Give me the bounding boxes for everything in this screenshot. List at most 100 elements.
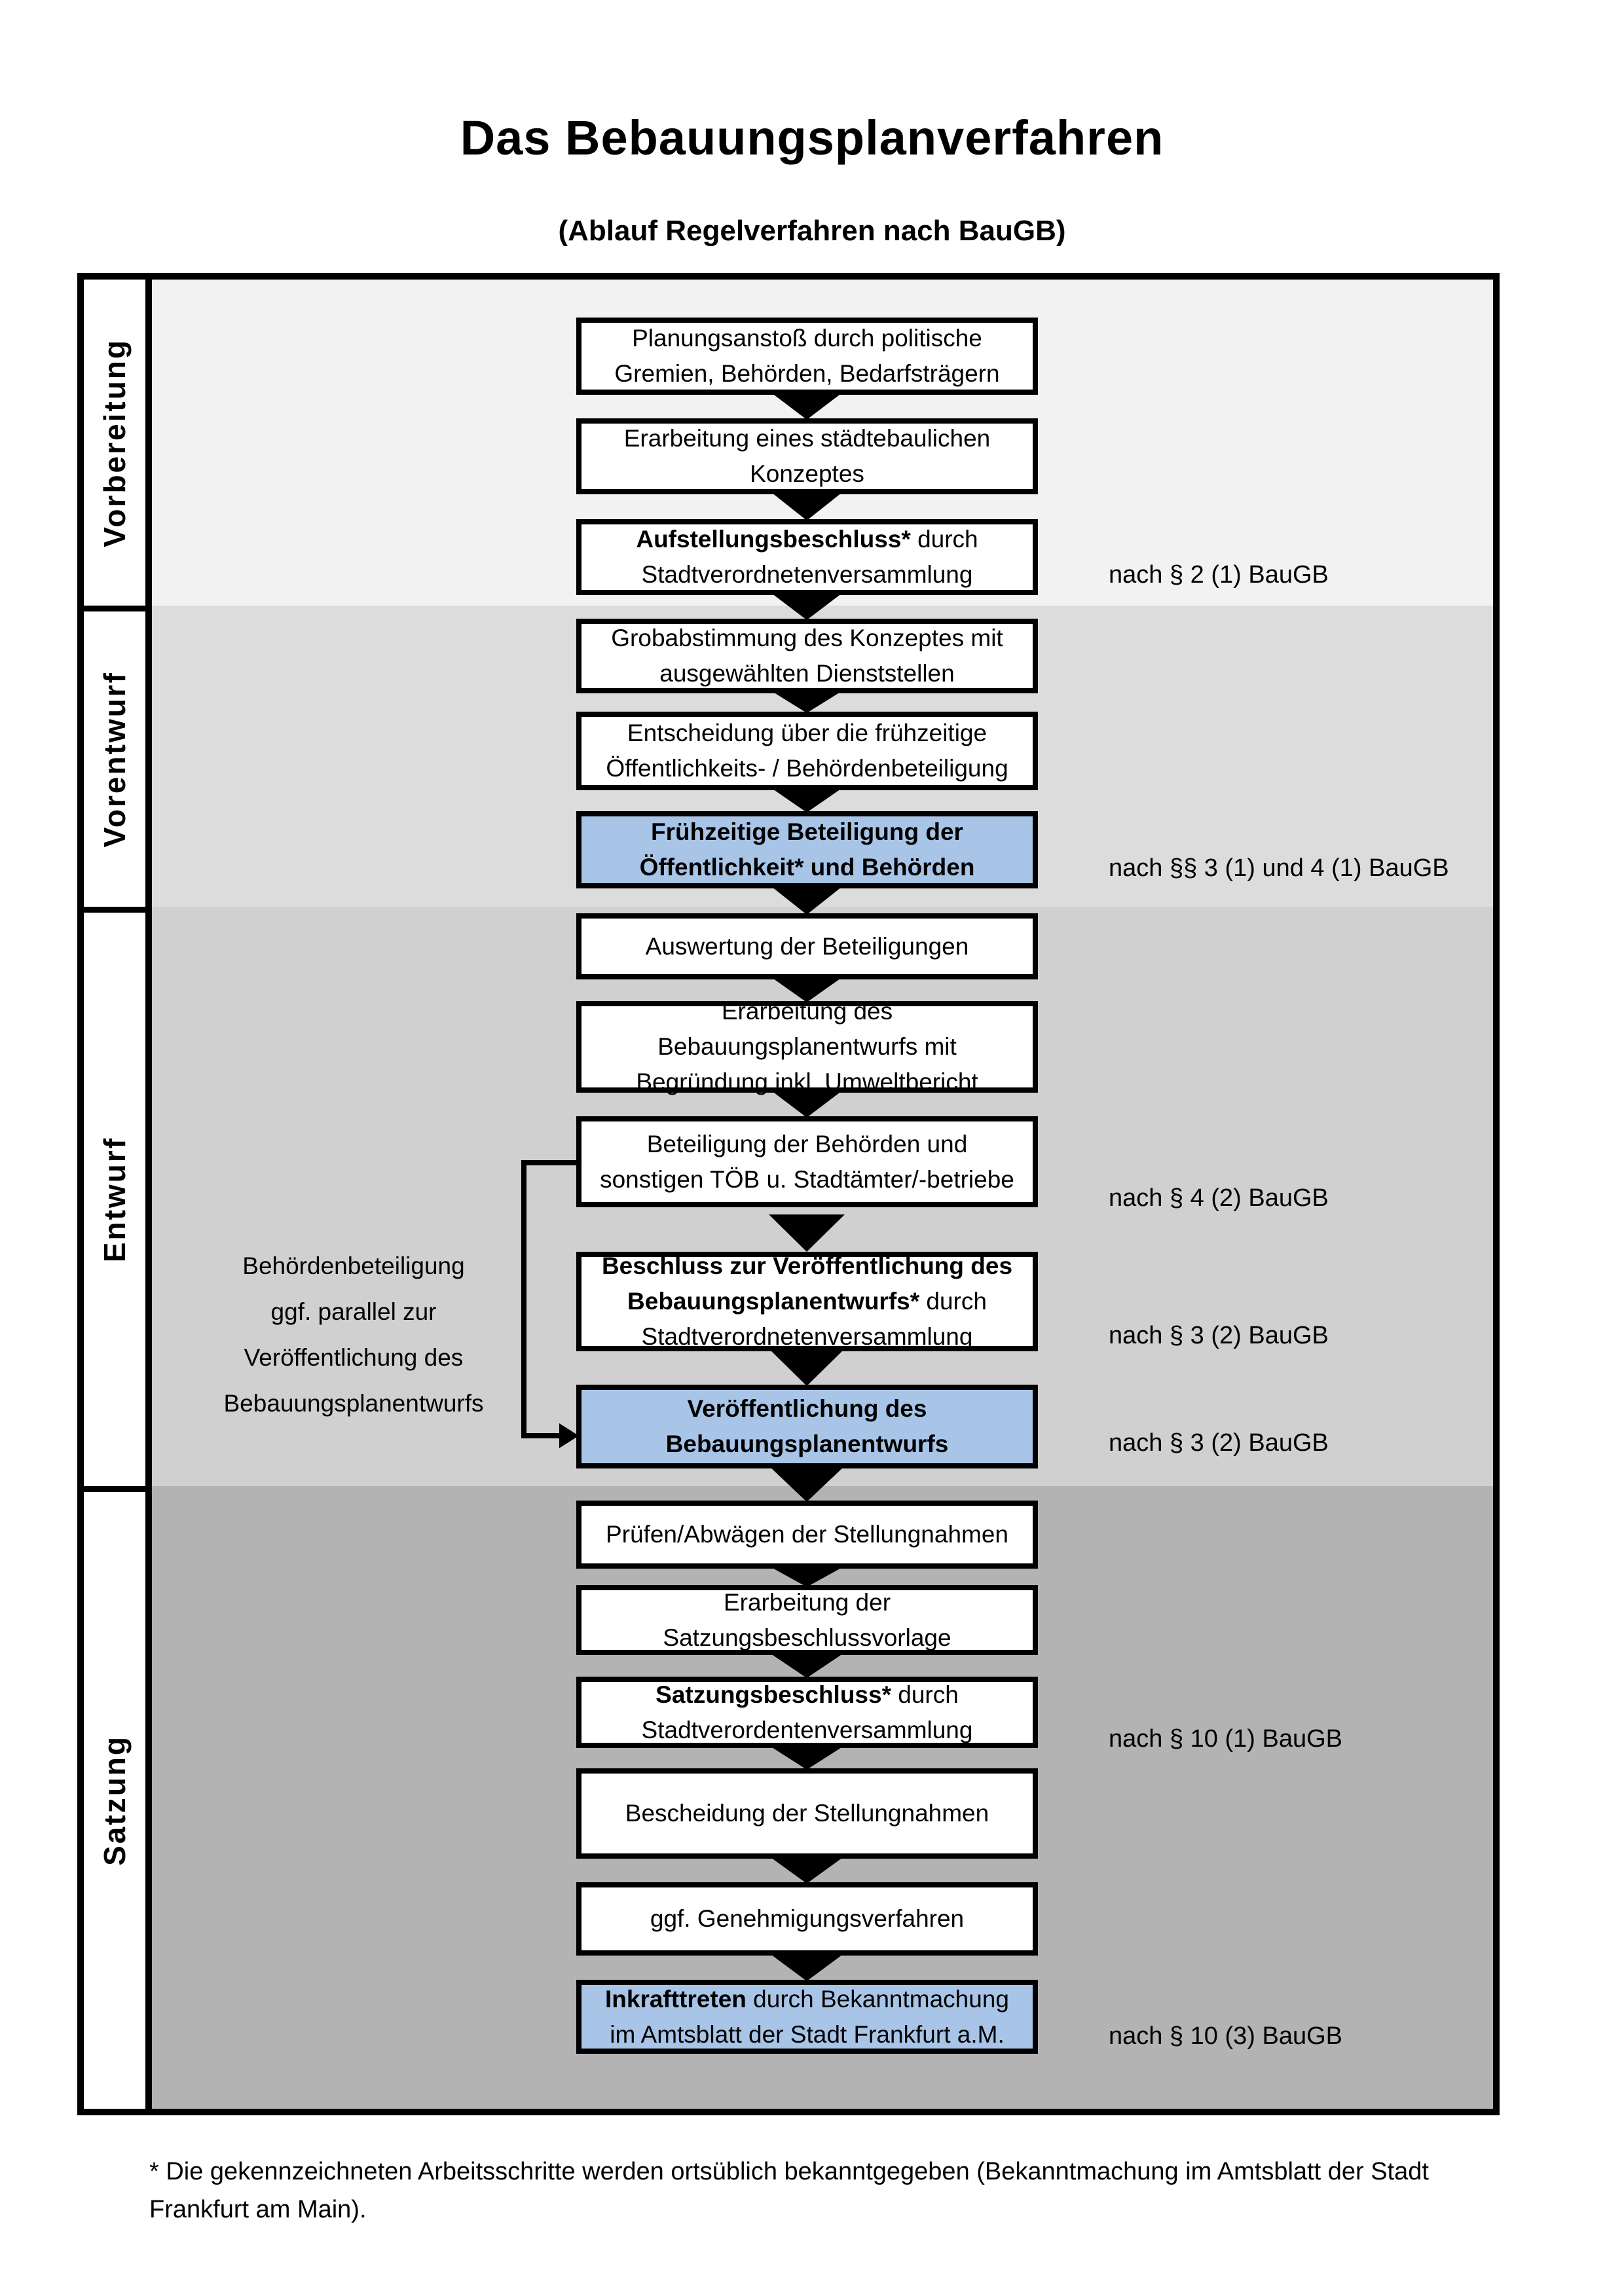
flow-box-text: Stadtverordnetenversammlung: [641, 561, 973, 588]
connector-line-top: [521, 1160, 581, 1165]
flow-box-line: Bebauungsplanentwurfs* durch: [627, 1284, 987, 1319]
flow-box-line: Planungsanstoß durch politische: [632, 321, 982, 356]
legal-reference: nach §§ 3 (1) und 4 (1) BauGB: [1109, 854, 1449, 882]
flow-box-text: Aufstellungsbeschluss*: [636, 526, 911, 553]
flow-box-text: Stadtverordentenversammlung: [641, 1716, 973, 1743]
flow-box-line: im Amtsblatt der Stadt Frankfurt a.M.: [610, 2017, 1004, 2052]
arrow-down-icon: [769, 591, 845, 620]
flow-box-text: Veröffentlichung des: [687, 1395, 927, 1422]
legal-reference: nach § 10 (1) BauGB: [1109, 1725, 1342, 1753]
arrow-down-icon: [769, 1089, 845, 1118]
flow-box-text: Bebauungsplanentwurfs mit: [657, 1033, 957, 1060]
flow-box-line: Bescheidung der Stellungnahmen: [625, 1796, 989, 1831]
arrow-down-icon: [769, 1466, 845, 1502]
flow-box-text: Öffentlichkeits- / Behördenbeteiligung: [606, 755, 1008, 782]
annotation-line: Veröffentlichung des: [244, 1344, 464, 1371]
flow-box-text: im Amtsblatt der Stadt Frankfurt a.M.: [610, 2020, 1005, 2048]
arrow-down-icon: [769, 975, 845, 1002]
flow-box-text: Erarbeitung eines städtebaulichen: [623, 425, 991, 452]
flow-box-line: Erarbeitung der: [724, 1585, 891, 1620]
arrow-down-icon: [769, 884, 845, 915]
flow-box-line: Gremien, Behörden, Bedarfsträgern: [614, 356, 999, 392]
connector-line-bottom: [521, 1433, 562, 1438]
flow-box-line: Entscheidung über die frühzeitige: [627, 716, 987, 751]
arrow-down-icon: [769, 1652, 845, 1678]
flow-box-line: Satzungsbeschluss* durch: [655, 1677, 959, 1713]
phase-cell-1: Vorbereitung: [84, 280, 152, 606]
footnote-line: * Die gekennzeichneten Arbeitsschritte w…: [149, 2158, 1429, 2185]
flow-box-text: Konzeptes: [750, 460, 864, 487]
flow-box-line: Beteiligung der Behörden und: [647, 1127, 968, 1162]
flow-box-line: Bebauungsplanentwurfs: [666, 1427, 949, 1462]
flow-box-line: Stadtverordentenversammlung: [642, 1713, 973, 1748]
flow-box-line: Konzeptes: [750, 456, 864, 492]
arrow-down-icon: [769, 490, 845, 520]
phase-cell-3: Entwurf: [84, 907, 152, 1486]
flow-box-text: Prüfen/Abwägen der Stellungnahmen: [605, 1521, 1009, 1548]
flow-box-line: ausgewählten Dienststellen: [659, 656, 954, 691]
arrow-down-icon: [769, 1566, 845, 1587]
flow-box-line: Öffentlichkeit* und Behörden: [640, 850, 975, 885]
flow-box-text: durch: [891, 1681, 959, 1708]
arrow-down-icon: [769, 1349, 845, 1386]
flow-box-line: Stadtverordnetenversammlung: [642, 557, 973, 592]
flow-box-line: Grobabstimmung des Konzeptes mit: [611, 621, 1003, 656]
flow-box: Inkrafttreten durch Bekanntmachung im Amt…: [576, 1980, 1038, 2054]
flow-box-text: Inkrafttreten: [605, 1985, 747, 2013]
arrow-down-icon: [769, 1745, 845, 1770]
flow-box-line: sonstigen TÖB u. Stadtämter/-betriebe: [600, 1162, 1014, 1197]
page-title: Das Bebauungsplanverfahren: [460, 111, 1164, 165]
annotation-line: Bebauungsplanentwurfs: [223, 1390, 484, 1417]
flow-box-text: durch: [910, 526, 978, 553]
legal-reference: nach § 2 (1) BauGB: [1109, 561, 1329, 589]
arrow-down-icon: [769, 689, 845, 713]
connector-line-vertical: [521, 1160, 526, 1438]
flow-box-text: Gremien, Behörden, Bedarfsträgern: [614, 360, 1000, 387]
flow-box-line: Veröffentlichung des: [688, 1391, 927, 1427]
flow-box-text: Satzungsbeschlussvorlage: [663, 1624, 951, 1651]
annotation-line: Behördenbeteiligung: [242, 1252, 465, 1279]
phase-cell-2: Vorentwurf: [84, 606, 152, 907]
flow-box: Grobabstimmung des Konzeptes mit ausgewäh…: [576, 619, 1038, 693]
flow-box-line: Erarbeitung eines städtebaulichen: [624, 421, 991, 456]
arrow-down-icon: [769, 391, 845, 420]
flow-box: Auswertung der Beteiligungen: [576, 913, 1038, 979]
flow-box-line: Satzungsbeschlussvorlage: [663, 1620, 951, 1656]
flow-box-text: Planungsanstoß durch politische: [632, 325, 982, 352]
flow-box-line: Stadtverordnetenversammlung: [642, 1319, 973, 1355]
flow-box-line: Bebauungsplanentwurfs mit: [657, 1029, 957, 1065]
footnote: * Die gekennzeichneten Arbeitsschritte w…: [149, 2153, 1492, 2229]
flow-box-text: Erarbeitung der: [723, 1588, 891, 1616]
arrow-down-icon: [769, 1856, 845, 1884]
flow-box: Bescheidung der Stellungnahmen: [576, 1768, 1038, 1859]
flow-box-text: ggf. Genehmigungsverfahren: [650, 1905, 965, 1932]
flow-box: Prüfen/Abwägen der Stellungnahmen: [576, 1501, 1038, 1569]
flow-box-text: durch: [919, 1288, 987, 1315]
legal-reference: nach § 3 (2) BauGB: [1109, 1322, 1329, 1349]
annotation-line: ggf. parallel zur: [270, 1298, 437, 1325]
flow-box-line: Beschluss zur Veröffentlichung des: [602, 1248, 1012, 1284]
flow-box-text: Bebauungsplanentwurfs*: [627, 1288, 920, 1315]
arrow-down-icon: [769, 1214, 845, 1252]
flow-box-line: Inkrafttreten durch Bekanntmachung: [605, 1982, 1009, 2017]
flow-box-line: ggf. Genehmigungsverfahren: [650, 1901, 964, 1937]
flow-box-text: Satzungsbeschluss*: [655, 1681, 891, 1708]
flow-box-text: durch Bekanntmachung: [746, 1985, 1009, 2013]
flow-box: ggf. Genehmigungsverfahren: [576, 1882, 1038, 1956]
flow-box-text: ausgewählten Dienststellen: [659, 660, 955, 687]
flow-box-text: Beteiligung der Behörden und: [646, 1130, 968, 1157]
legal-reference: nach § 10 (3) BauGB: [1109, 2022, 1342, 2050]
flow-box-line: Öffentlichkeits- / Behördenbeteiligung: [606, 751, 1008, 786]
flow-box-line: Prüfen/Abwägen der Stellungnahmen: [606, 1517, 1008, 1552]
